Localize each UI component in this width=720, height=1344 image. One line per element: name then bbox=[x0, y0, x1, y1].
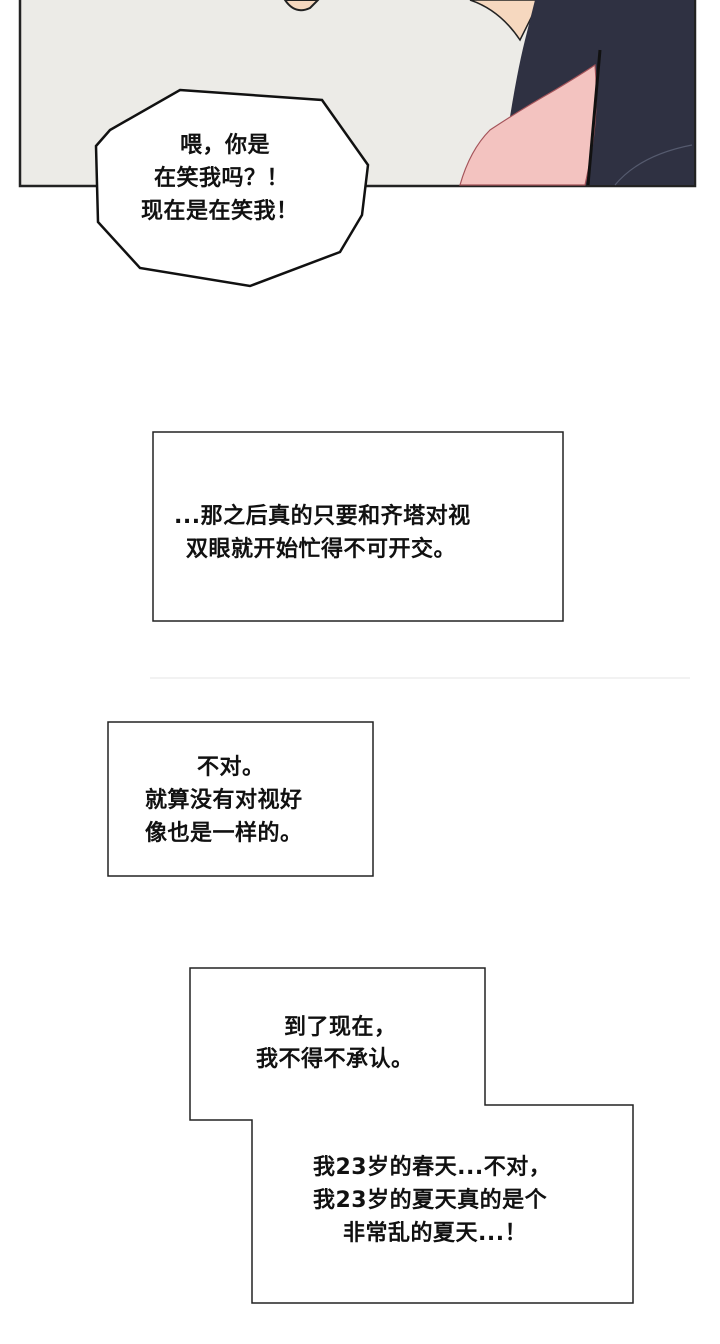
caption-line: 双眼就开始忙得不可开交。 bbox=[186, 537, 457, 562]
caption-line: 像也是一样的。 bbox=[145, 821, 303, 846]
caption-box-2 bbox=[107, 721, 374, 877]
caption-line: 不对。 bbox=[197, 755, 265, 780]
caption-line: 到了现在， bbox=[284, 1015, 397, 1040]
caption-line: 我不得不承认。 bbox=[256, 1047, 414, 1072]
bubble-line: 现在是在笑我！ bbox=[141, 199, 299, 224]
caption-line: 非常乱的夏天...！ bbox=[343, 1221, 528, 1246]
bubble-line: 在笑我吗？！ bbox=[154, 166, 290, 191]
caption-box-1 bbox=[152, 431, 564, 622]
caption-line: ...那之后真的只要和齐塔对视 bbox=[174, 504, 471, 529]
character-face-edge bbox=[283, 0, 320, 12]
caption-box-3 bbox=[189, 967, 634, 1304]
caption-line: 我23岁的春天...不对， bbox=[313, 1155, 552, 1180]
bubble-line: 喂，你是 bbox=[180, 133, 271, 158]
speech-bubble-shape bbox=[94, 88, 370, 288]
character-neck bbox=[469, 0, 541, 42]
caption-line: 我23岁的夏天真的是个 bbox=[313, 1188, 548, 1213]
caption-line: 就算没有对视好 bbox=[145, 788, 303, 813]
